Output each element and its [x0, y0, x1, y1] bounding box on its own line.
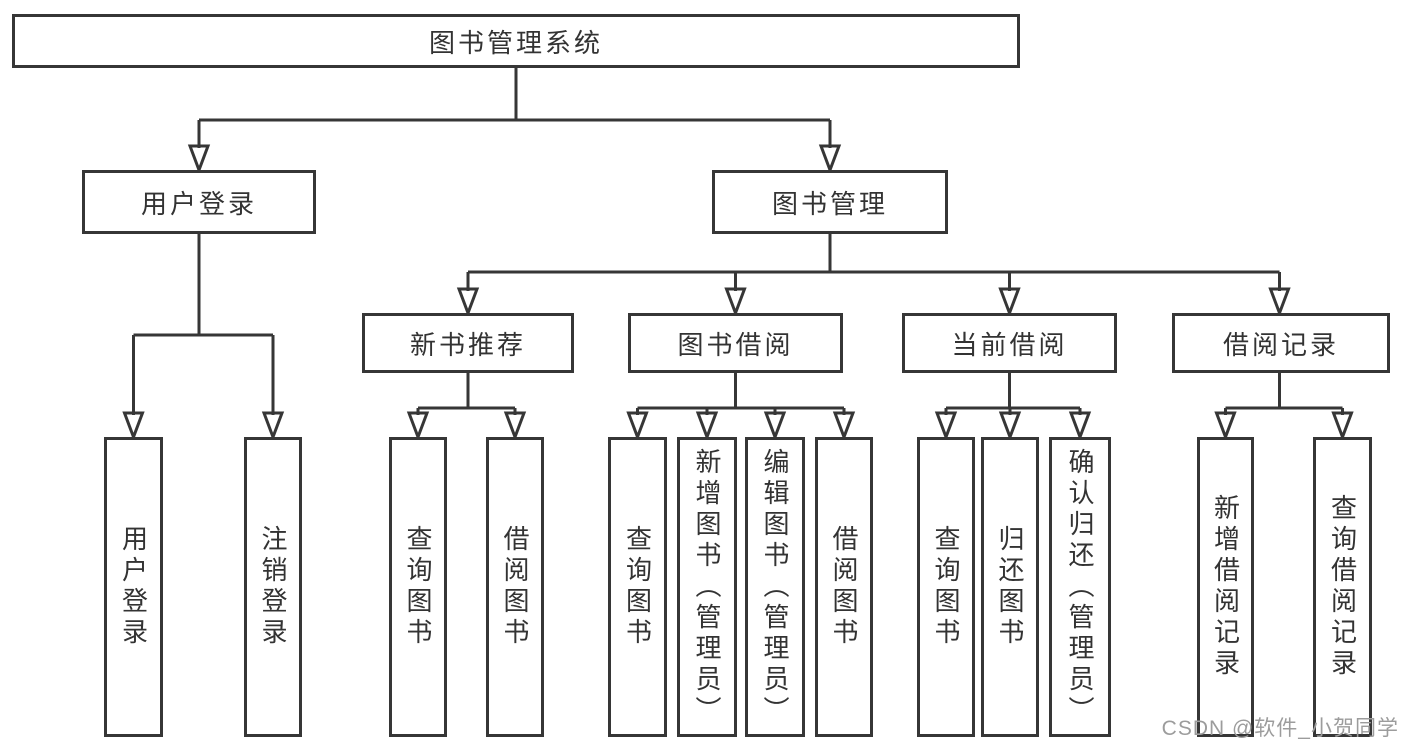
connector-current-borrow-children [935, 373, 1091, 439]
csdn-watermark: CSDN @软件_小贺同学 [1161, 717, 1399, 740]
leaf-confirm-return-admin: 确认归还（管理员） [1049, 437, 1111, 737]
leaf-add-borrow-record-label: 新增借阅记录 [1210, 494, 1241, 680]
node-book-borrow: 图书借阅 [628, 313, 843, 373]
node-new-book-recommend-label: 新书推荐 [409, 329, 526, 360]
leaf-recommend-query-books: 查询图书 [389, 437, 447, 737]
leaf-add-borrow-record: 新增借阅记录 [1197, 437, 1254, 737]
connector-book-borrow-children [627, 373, 855, 439]
node-book-management-label: 图书管理 [771, 188, 888, 219]
leaf-current-query-books-label: 查询图书 [931, 525, 961, 649]
leaf-edit-books-admin-label: 编辑图书（管理员） [760, 447, 790, 727]
node-user-login-label: 用户登录 [140, 188, 257, 219]
leaf-borrow-query-books-label: 查询图书 [622, 525, 653, 649]
leaf-borrow-books: 借阅图书 [815, 437, 873, 737]
leaf-borrow-books-label: 借阅图书 [829, 525, 859, 649]
node-root-system-label: 图书管理系统 [428, 27, 603, 58]
node-new-book-recommend: 新书推荐 [362, 313, 574, 373]
leaf-confirm-return-admin-label: 确认归还（管理员） [1065, 447, 1095, 727]
node-book-management: 图书管理 [712, 170, 948, 234]
connector-book-management-children [457, 234, 1290, 315]
connector-user-login-children [123, 234, 284, 439]
connector-root-to-level2 [188, 68, 841, 172]
leaf-add-books-admin: 新增图书（管理员） [677, 437, 737, 737]
leaf-return-books: 归还图书 [981, 437, 1039, 737]
leaf-user-login-label: 用户登录 [118, 525, 149, 649]
leaf-logout: 注销登录 [244, 437, 302, 737]
leaf-recommend-borrow-books-label: 借阅图书 [500, 525, 530, 649]
node-borrow-records-label: 借阅记录 [1222, 329, 1339, 360]
node-book-borrow-label: 图书借阅 [677, 329, 794, 360]
node-root-system: 图书管理系统 [12, 14, 1020, 68]
node-current-borrow: 当前借阅 [902, 313, 1117, 373]
leaf-return-books-label: 归还图书 [995, 525, 1025, 649]
leaf-current-query-books: 查询图书 [917, 437, 975, 737]
leaf-borrow-query-books: 查询图书 [608, 437, 667, 737]
leaf-query-borrow-record-label: 查询借阅记录 [1327, 494, 1358, 680]
connector-borrow-records-children [1215, 373, 1353, 439]
leaf-add-books-admin-label: 新增图书（管理员） [692, 447, 722, 727]
leaf-user-login: 用户登录 [104, 437, 163, 737]
node-borrow-records: 借阅记录 [1172, 313, 1390, 373]
leaf-recommend-query-books-label: 查询图书 [403, 525, 433, 649]
leaf-edit-books-admin: 编辑图书（管理员） [745, 437, 805, 737]
node-user-login: 用户登录 [82, 170, 316, 234]
leaf-query-borrow-record: 查询借阅记录 [1313, 437, 1372, 737]
leaf-recommend-borrow-books: 借阅图书 [486, 437, 544, 737]
connector-new-book-recommend-children [407, 373, 526, 439]
node-current-borrow-label: 当前借阅 [951, 329, 1068, 360]
leaf-logout-label: 注销登录 [258, 525, 288, 649]
